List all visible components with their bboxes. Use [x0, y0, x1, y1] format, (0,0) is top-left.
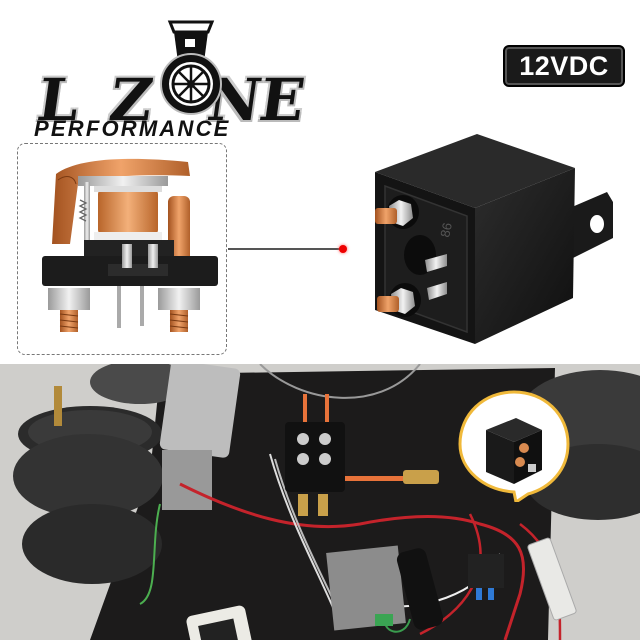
- connector-line: [228, 248, 343, 250]
- svg-text:86: 86: [437, 221, 455, 238]
- installation-scene: [0, 364, 640, 640]
- air-compressor: [159, 364, 241, 510]
- logo-subtitle: PERFORMANCE: [34, 116, 231, 141]
- product-header-panel: L Z NE PERFORMANCE 12VDC: [17, 18, 625, 355]
- valve-manifold: [285, 394, 439, 516]
- voltage-badge: 12VDC: [503, 45, 625, 87]
- relay-on-board: [468, 554, 504, 600]
- relay-internal-frame: [17, 143, 227, 355]
- control-module: [326, 545, 406, 631]
- relay-product-illustration: 86: [375, 134, 613, 344]
- turbo-wheel-icon: [160, 20, 222, 115]
- fuse-holder: [527, 537, 577, 621]
- handheld-controller: [186, 605, 258, 640]
- brand-logo: L Z NE PERFORMANCE: [30, 18, 308, 141]
- relay-callout-bubble: [458, 390, 570, 502]
- connector-dot: [339, 245, 347, 253]
- relay-internal-illustration: [42, 158, 218, 332]
- air-suspension-install-illustration: [0, 364, 640, 640]
- air-spring-left: [13, 386, 163, 584]
